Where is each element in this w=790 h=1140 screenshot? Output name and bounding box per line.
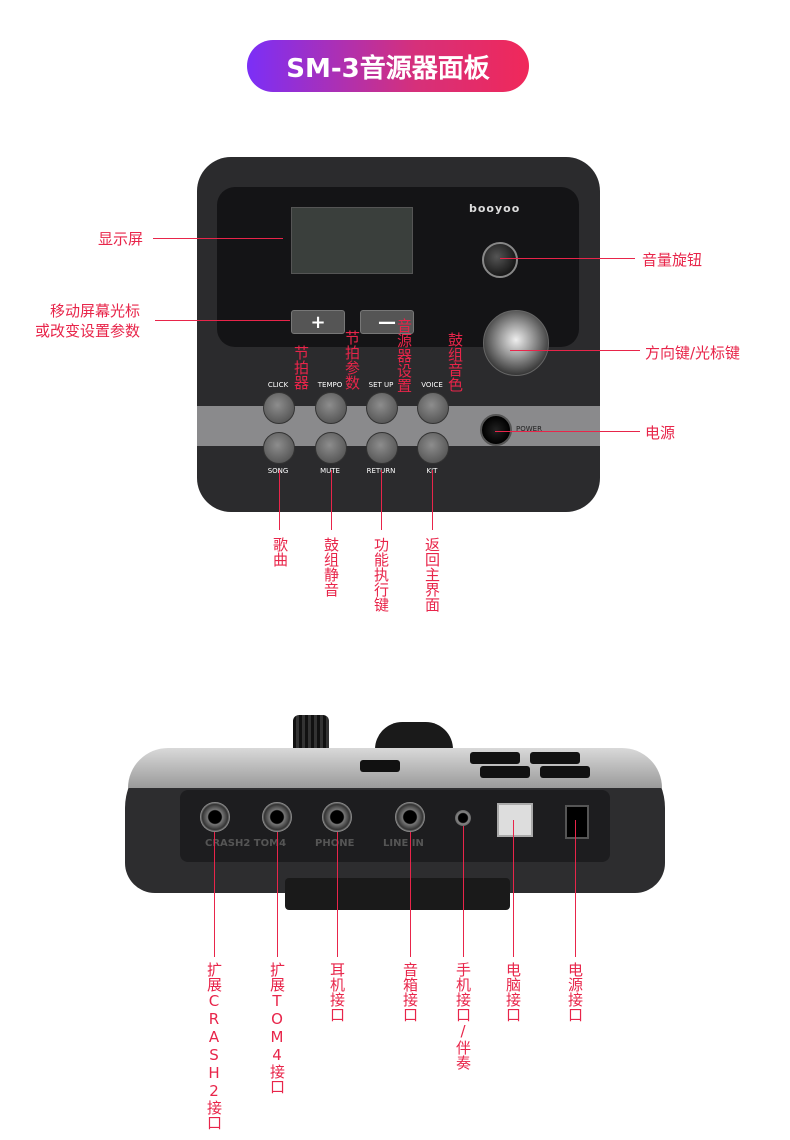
page-title: SM-3音源器面板 [247, 40, 529, 92]
aux-port-text: LINE IN [383, 838, 424, 849]
click-label: CLICK [267, 381, 289, 389]
label-mobile-port: 手机接口/伴奏 [454, 962, 472, 1070]
leader-line [410, 832, 411, 957]
leader-line [337, 832, 338, 957]
song-label: SONG [267, 467, 289, 475]
leader-line [510, 350, 640, 351]
song-button[interactable] [263, 432, 295, 464]
power-button[interactable] [480, 414, 512, 446]
label-volume-knob: 音量旋钮 [642, 251, 703, 269]
phone-jack [322, 802, 352, 832]
label-power: 电源 [645, 424, 676, 442]
label-source-setup: 音源器设置 [395, 318, 413, 393]
leader-line [513, 820, 514, 957]
label-tom4-port: 扩展TOM4接口 [268, 962, 286, 1094]
leader-line [381, 470, 382, 530]
leader-line [432, 470, 433, 530]
label-phone-port: 耳机接口 [328, 962, 346, 1022]
back-direction-wheel [375, 722, 453, 752]
leader-line [155, 320, 290, 321]
return-button[interactable] [366, 432, 398, 464]
tom4-jack [262, 802, 292, 832]
back-key [470, 752, 520, 764]
mobile-jack [455, 810, 471, 826]
power-label: POWER [516, 425, 542, 433]
return-label: RETURN [361, 467, 401, 475]
minus-button[interactable]: — [360, 310, 414, 334]
tempo-button[interactable] [315, 392, 347, 424]
leader-line [463, 826, 464, 957]
leader-line [331, 470, 332, 530]
voice-button[interactable] [417, 392, 449, 424]
label-tempo-param: 节拍参数 [343, 330, 361, 390]
label-pc-port: 电脑接口 [504, 962, 522, 1022]
back-stand-foot [285, 878, 510, 910]
back-key [530, 752, 580, 764]
usb-port [497, 803, 533, 837]
mute-button[interactable] [315, 432, 347, 464]
label-crash2-port: 扩展CRASH2接口 [205, 962, 223, 1130]
leader-line [279, 470, 280, 530]
label-cursor-line2: 或改变设置参数 [35, 322, 141, 340]
phone-port-text: PHONE [315, 838, 355, 849]
kit-button[interactable] [417, 432, 449, 464]
leader-line [575, 820, 576, 957]
leader-line [214, 832, 215, 957]
dc-power-port [565, 805, 589, 839]
leader-line [277, 832, 278, 957]
crash2-jack [200, 802, 230, 832]
label-display: 显示屏 [98, 230, 144, 248]
back-key [540, 766, 590, 778]
label-return-main: 返回主界面 [423, 537, 441, 612]
back-port-face [180, 790, 610, 862]
plus-button[interactable]: + [291, 310, 345, 334]
label-cursor-line1: 移动屏幕光标 [50, 302, 141, 320]
leader-line [495, 431, 640, 432]
back-key [360, 760, 400, 772]
label-speaker-port: 音箱接口 [401, 962, 419, 1022]
label-function-key: 功能执行键 [372, 537, 390, 612]
label-power-port: 电源接口 [566, 962, 584, 1022]
speaker-jack [395, 802, 425, 832]
leader-line [153, 238, 283, 239]
label-drum-voice: 鼓组音色 [446, 332, 464, 392]
back-key [480, 766, 530, 778]
label-drum-mute: 鼓组静音 [322, 537, 340, 597]
brand-logo: booyoo [469, 202, 521, 215]
label-metronome: 节拍器 [292, 345, 310, 390]
crash-tom-port-text: CRASH2 TOM4 [205, 838, 287, 849]
label-direction-key: 方向键/光标键 [645, 344, 741, 362]
direction-wheel[interactable] [483, 310, 549, 376]
click-button[interactable] [263, 392, 295, 424]
volume-knob[interactable] [482, 242, 518, 278]
label-song: 歌曲 [271, 537, 289, 567]
tempo-label: TEMPO [317, 381, 343, 389]
setup-button[interactable] [366, 392, 398, 424]
leader-line [500, 258, 635, 259]
setup-label: SET UP [368, 381, 394, 389]
mute-label: MUTE [320, 467, 340, 475]
lcd-display [291, 207, 413, 274]
voice-label: VOICE [421, 381, 443, 389]
sound-module-front-panel: booyoo + — CLICK TEMPO SET UP VOICE SONG… [197, 157, 600, 512]
